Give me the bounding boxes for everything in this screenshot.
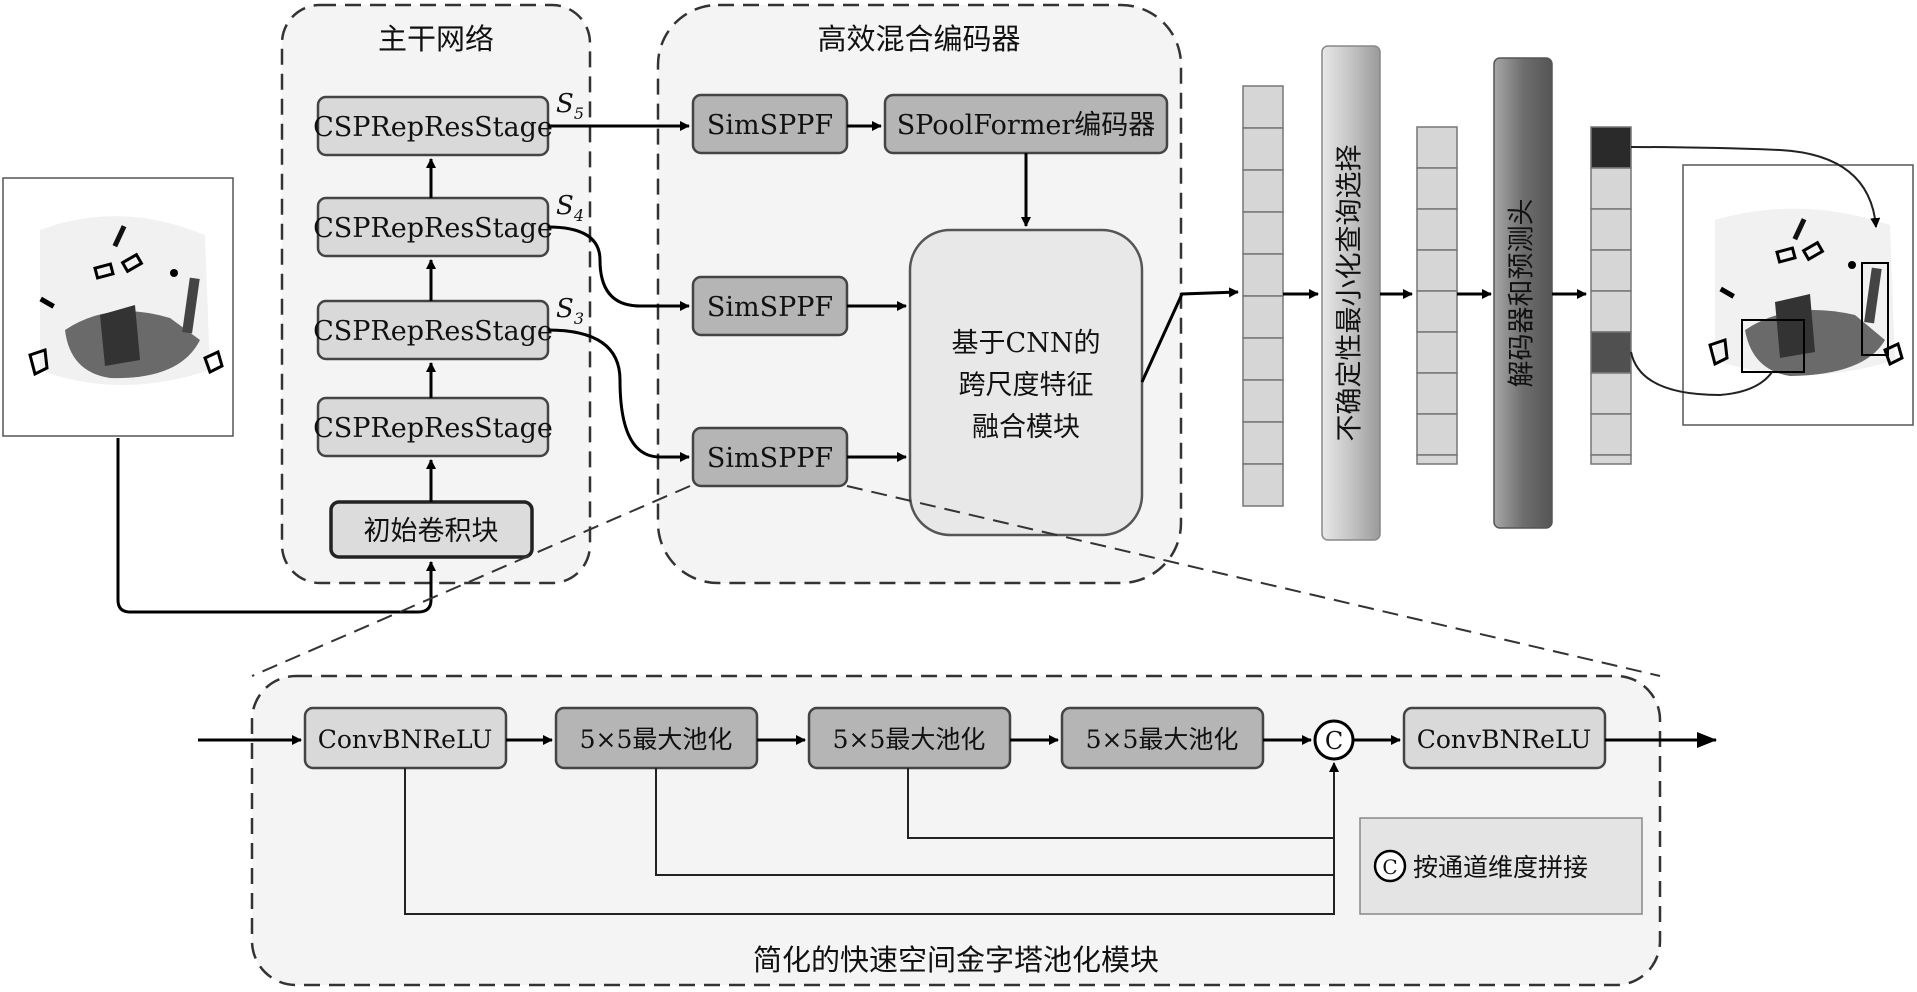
arrow-ccff-to-features <box>1140 287 1239 383</box>
csp-stage-2-label: CSPRepResStage <box>313 316 553 347</box>
ccff-line-3: 融合模块 <box>972 412 1080 443</box>
sppf-conv-out-label: ConvBNReLU <box>1417 725 1592 754</box>
arrow-s4-to-simsppf <box>547 225 690 311</box>
s3-label: S3 <box>556 294 584 328</box>
selected-query-column <box>1416 126 1458 465</box>
detection-box-bottle <box>1741 319 1805 373</box>
backbone-panel <box>280 3 592 585</box>
ccff-line-2: 跨尺度特征 <box>959 370 1094 401</box>
concat-legend <box>1359 817 1643 915</box>
skip-pool1 <box>907 768 1334 839</box>
legend-concat-symbol: C <box>1382 855 1397 879</box>
legend-label: 按通道维度拼接 <box>1413 853 1588 882</box>
arrow-s3-to-simsppf <box>547 328 690 462</box>
s4-label: S4 <box>556 191 584 225</box>
sppf-conv-out <box>1402 706 1607 770</box>
csp-stage-1 <box>316 396 550 458</box>
init-conv-block-label: 初始卷积块 <box>364 516 499 547</box>
skip-conv <box>404 762 1339 915</box>
input-image <box>2 177 234 437</box>
csp-stage-1-label: CSPRepResStage <box>313 413 553 444</box>
output-image <box>1682 164 1914 426</box>
zoom-line-right <box>846 485 1661 677</box>
sppf-pool-3-label: 5×5最大池化 <box>1086 725 1239 754</box>
sppf-conv-in-label: ConvBNReLU <box>318 725 493 754</box>
decoder-label: 解码器和预测头 <box>1507 199 1538 388</box>
query-selection-label: 不确定性最小化查询选择 <box>1335 145 1366 442</box>
ccff-line-1: 基于CNN的 <box>952 328 1101 359</box>
sppf-pool-2-label: 5×5最大池化 <box>833 725 986 754</box>
detection-box-knife <box>1861 262 1889 356</box>
ccff-module <box>908 228 1144 537</box>
simsppf-s5 <box>691 93 849 155</box>
simsppf-s4-label: SimSPPF <box>707 292 833 323</box>
sppf-pool-3 <box>1060 706 1265 770</box>
sppf-pool-1-label: 5×5最大池化 <box>580 725 733 754</box>
backbone-title: 主干网络 <box>378 22 494 56</box>
concat-symbol-label: C <box>1325 727 1343 755</box>
line-pred-bottle <box>1630 351 1773 397</box>
csp-stage-3-label: CSPRepResStage <box>313 213 553 244</box>
encoder-title: 高效混合编码器 <box>817 22 1020 56</box>
s5-label: S5 <box>556 89 584 123</box>
simsppf-s5-label: SimSPPF <box>707 110 833 141</box>
prediction-column <box>1590 126 1632 465</box>
csp-stage-4-label: CSPRepResStage <box>313 112 553 143</box>
arrow-input-to-backbone <box>116 438 436 614</box>
sppf-detail-title: 简化的快速空间金字塔池化模块 <box>753 943 1159 977</box>
simsppf-s3-label: SimSPPF <box>707 443 833 474</box>
legend-concat-icon <box>1373 849 1407 883</box>
spoolformer-encoder-label: SPoolFormer编码器 <box>897 110 1156 141</box>
zoom-line-left <box>251 485 691 677</box>
sppf-pool-2 <box>807 706 1012 770</box>
arrow-pred-knife <box>1630 146 1881 228</box>
skip-pool2 <box>655 768 1334 876</box>
encoder-feature-column <box>1242 85 1284 507</box>
